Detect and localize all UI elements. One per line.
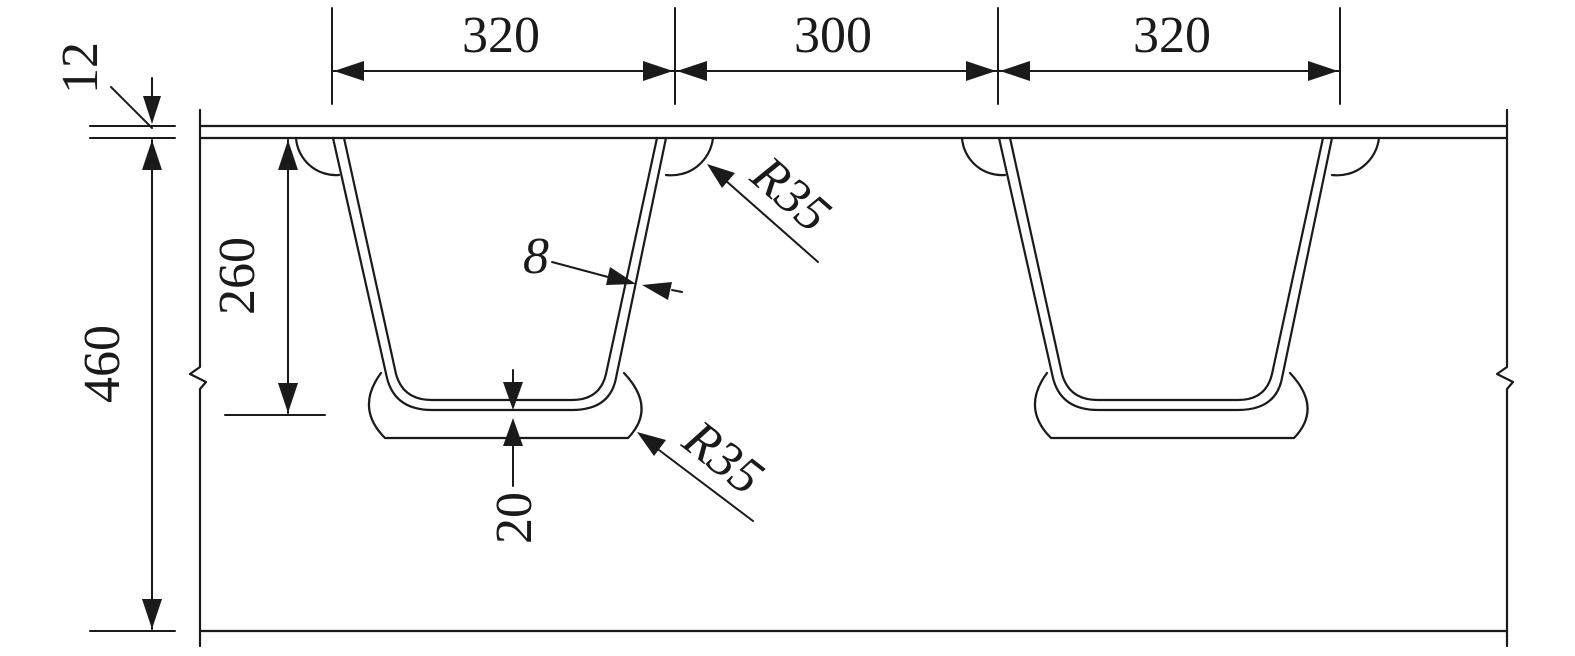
dim-rib-wall-thickness: 8 <box>523 228 549 285</box>
top-dimension-chain <box>331 7 1341 105</box>
dim-bottom-plate-thickness: 20 <box>486 492 543 544</box>
dim-rib-height: 260 <box>209 237 266 315</box>
deck-thickness-dimension <box>89 77 176 139</box>
dim-deck-thickness: 12 <box>52 42 109 94</box>
dim-top-left-width: 320 <box>462 7 540 64</box>
top-fillet-radius-leader <box>707 164 819 263</box>
bottom-plate-thickness-dimension <box>503 369 523 487</box>
right-u-rib <box>960 136 1381 440</box>
bottom-fillet-radius-leader <box>637 432 754 522</box>
dim-top-fillet-radius: R35 <box>740 145 841 244</box>
dim-total-height: 460 <box>74 325 131 403</box>
rib-height-dimension <box>224 139 326 416</box>
dim-top-middle-width: 300 <box>794 7 872 64</box>
rib-wall-thickness-dimension <box>551 261 683 300</box>
left-break-line <box>188 108 208 648</box>
dim-top-right-width: 320 <box>1133 7 1211 64</box>
right-break-line <box>1495 108 1515 648</box>
deck-plate <box>198 124 1509 140</box>
total-height-dimension <box>89 139 176 632</box>
dim-bottom-fillet-radius: R35 <box>672 409 774 506</box>
left-u-rib <box>294 136 715 440</box>
